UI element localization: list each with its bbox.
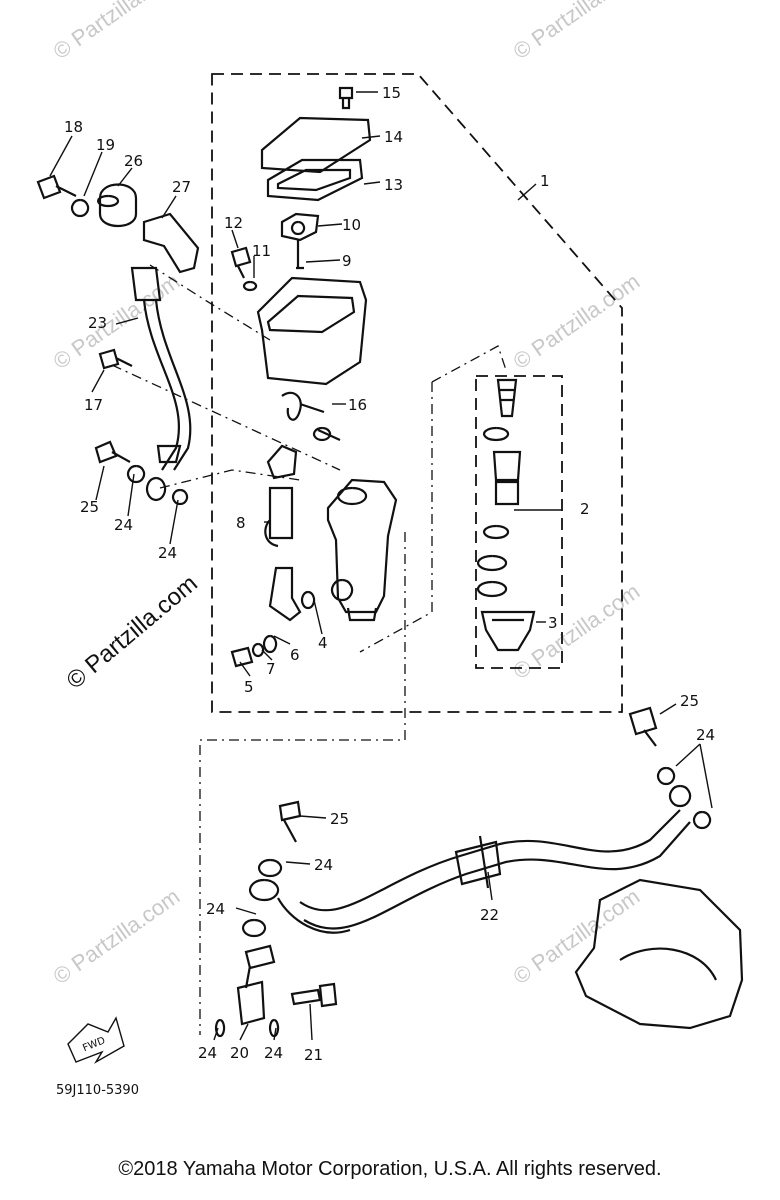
callout-leaders	[49, 91, 713, 1041]
callout-14: 14	[384, 128, 403, 146]
bolt-17	[98, 348, 133, 370]
washer-24-mid	[171, 488, 189, 506]
callout-labels: 1 2 3 4 5 6 7 8 9 10 11 12 13 14 15 16 1…	[64, 84, 715, 1064]
leader-line-hose-top	[149, 264, 271, 341]
washer-24-right-bottom	[693, 810, 712, 830]
diaphragm-13	[266, 158, 364, 202]
bolt-18	[36, 174, 77, 200]
fitting-20	[236, 944, 276, 1026]
callout-26: 26	[124, 152, 143, 170]
fitting-8	[264, 444, 298, 548]
callout-24-a: 24	[114, 516, 133, 534]
callout-16: 16	[348, 396, 367, 414]
callout-24-e: 24	[206, 900, 225, 918]
brake-caliper-outline	[574, 878, 744, 1030]
boot-3	[480, 610, 536, 652]
callout-20: 20	[230, 1044, 249, 1062]
callout-7: 7	[266, 660, 276, 678]
callout-5: 5	[244, 678, 254, 696]
reservoir-body	[256, 276, 368, 386]
callout-24-d: 24	[314, 856, 333, 874]
washer-6	[263, 634, 278, 654]
copyright-footer: ©2018 Yamaha Motor Corporation, U.S.A. A…	[118, 1158, 662, 1180]
callout-4: 4	[318, 634, 328, 652]
leader-line-hose-bottom	[159, 469, 301, 489]
bolt-21	[290, 982, 338, 1008]
callout-25-c: 25	[330, 810, 349, 828]
callout-6: 6	[290, 646, 300, 664]
washer-24-left	[127, 464, 146, 484]
screw-15	[338, 86, 354, 110]
callout-25-a: 25	[80, 498, 99, 516]
bolt-25-lower	[278, 800, 302, 843]
callout-22: 22	[480, 906, 499, 924]
washer-24-lower-a	[257, 858, 283, 878]
bracket-27	[142, 212, 200, 274]
brake-hose-22	[299, 809, 691, 930]
watermark: © Partzilla.com	[49, 0, 185, 64]
leader-line-bolt17	[111, 364, 341, 471]
bolt-25-left	[94, 440, 131, 464]
watermark-large: © Partzilla.com	[62, 570, 203, 695]
callout-19: 19	[96, 136, 115, 154]
master-cylinder-assembly-outline	[211, 73, 623, 713]
callout-24-c: 24	[696, 726, 715, 744]
forward-arrow-text: FWD	[81, 1035, 107, 1054]
callout-3: 3	[548, 614, 558, 632]
grommet-26	[96, 183, 138, 227]
callout-12: 12	[224, 214, 243, 232]
banjo-right	[668, 784, 692, 808]
rod-9	[296, 240, 304, 270]
callout-9: 9	[342, 252, 352, 270]
callout-23: 23	[88, 314, 107, 332]
piston-kit-parts	[476, 378, 522, 598]
callout-13: 13	[384, 176, 403, 194]
washer-24-bottom-right	[268, 1018, 280, 1038]
callout-10: 10	[342, 216, 361, 234]
screw-5	[230, 646, 254, 668]
washer-24-bottom-left	[214, 1018, 226, 1038]
washer-11	[242, 280, 258, 292]
washer-24-right-top	[657, 766, 676, 786]
master-cylinder-body	[326, 478, 398, 622]
watermark: © Partzilla.com	[509, 269, 645, 375]
leader-line-pipe	[359, 345, 507, 653]
callout-25-b: 25	[680, 692, 699, 710]
callout-24-g: 24	[264, 1044, 283, 1062]
bolt-25-right	[628, 706, 658, 747]
hose-23	[130, 266, 192, 471]
callout-15: 15	[382, 84, 401, 102]
screw-12	[230, 246, 252, 279]
elbow-connector	[268, 566, 316, 622]
piston-kit-outline	[475, 375, 563, 669]
banjo-union-lower	[248, 878, 351, 934]
float-10	[280, 212, 320, 242]
callout-11: 11	[252, 242, 271, 260]
callout-24-f: 24	[198, 1044, 217, 1062]
watermark: © Partzilla.com	[49, 884, 185, 990]
callout-8: 8	[236, 514, 246, 532]
callout-21: 21	[304, 1046, 323, 1064]
washer-7	[251, 642, 265, 658]
leader-line-banjo	[199, 532, 406, 1035]
callout-27: 27	[172, 178, 191, 196]
forward-arrow-icon: FWD	[67, 1016, 125, 1064]
watermark: © Partzilla.com	[509, 0, 645, 64]
watermarks: © Partzilla.com © Partzilla.com © Partzi…	[49, 0, 645, 989]
callout-18: 18	[64, 118, 83, 136]
washer-19	[71, 198, 90, 218]
callout-17: 17	[84, 396, 103, 414]
callout-2: 2	[580, 500, 590, 518]
reservoir-cap-14	[260, 116, 372, 174]
callout-24-b: 24	[158, 544, 177, 562]
washer-24-lower-b	[241, 918, 267, 938]
hose-banjo-lower	[145, 444, 182, 502]
callout-1: 1	[540, 172, 550, 190]
clip-16	[281, 391, 341, 442]
drawing-code: 59J110-5390	[56, 1083, 139, 1098]
